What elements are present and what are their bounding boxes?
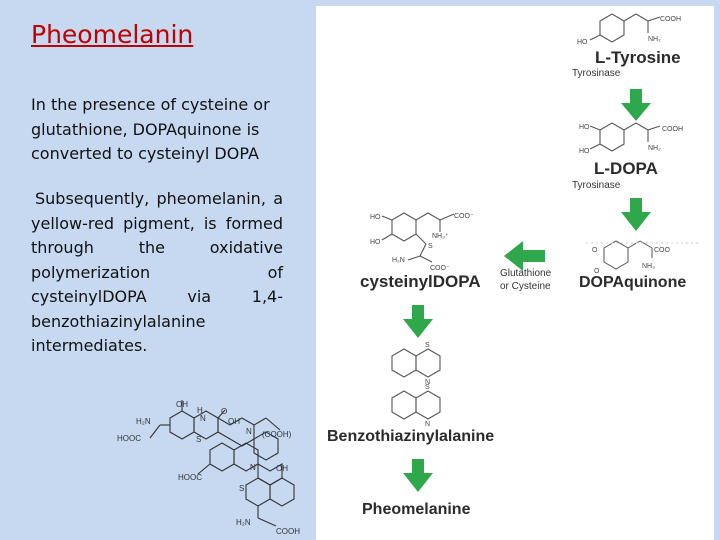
svg-text:S: S	[239, 484, 244, 493]
label-l-tyrosine: L-Tyrosine	[595, 48, 681, 67]
paragraph-text: Subsequently, pheomelanin, a yellow-red …	[31, 189, 283, 355]
paragraph-pheomelanin-formation: Subsequently, pheomelanin, a yellow-red …	[31, 187, 283, 359]
svg-text:N: N	[200, 414, 206, 423]
slide-title: Pheomelanin	[31, 20, 194, 49]
label-tyrosinase-2: Tyrosinase	[572, 180, 621, 191]
svg-text:N: N	[246, 427, 252, 436]
label-glutathione: Glutathione	[500, 268, 552, 279]
svg-text:OH: OH	[276, 464, 288, 473]
svg-text:S: S	[196, 435, 201, 444]
paragraph-dopaquinone-conversion: In the presence of cysteine or glutathio…	[31, 95, 270, 163]
svg-text:H₂N: H₂N	[136, 417, 151, 426]
svg-text:OH: OH	[228, 417, 240, 426]
svg-text:O: O	[221, 407, 227, 416]
svg-text:HOOC: HOOC	[117, 434, 141, 443]
svg-text:(COOH): (COOH)	[262, 430, 292, 439]
svg-text:H₂N: H₂N	[236, 518, 251, 527]
label-pheomelanine: Pheomelanine	[362, 501, 471, 518]
label-cysteinyldopa: cysteinylDOPA	[360, 272, 481, 291]
label-benzothiazinylalanine: Benzothiazinylalanine	[327, 428, 495, 445]
svg-text:N: N	[250, 463, 256, 472]
label-dopaquinone: DOPAquinone	[579, 274, 687, 291]
svg-text:HOOC: HOOC	[178, 473, 202, 482]
label-l-dopa: L-DOPA	[594, 159, 658, 178]
svg-text:COOH: COOH	[276, 527, 300, 536]
svg-text:H: H	[197, 406, 203, 415]
label-tyrosinase-1: Tyrosinase	[572, 68, 621, 79]
label-or-cysteine: or Cysteine	[500, 281, 551, 292]
svg-text:OH: OH	[176, 400, 188, 409]
